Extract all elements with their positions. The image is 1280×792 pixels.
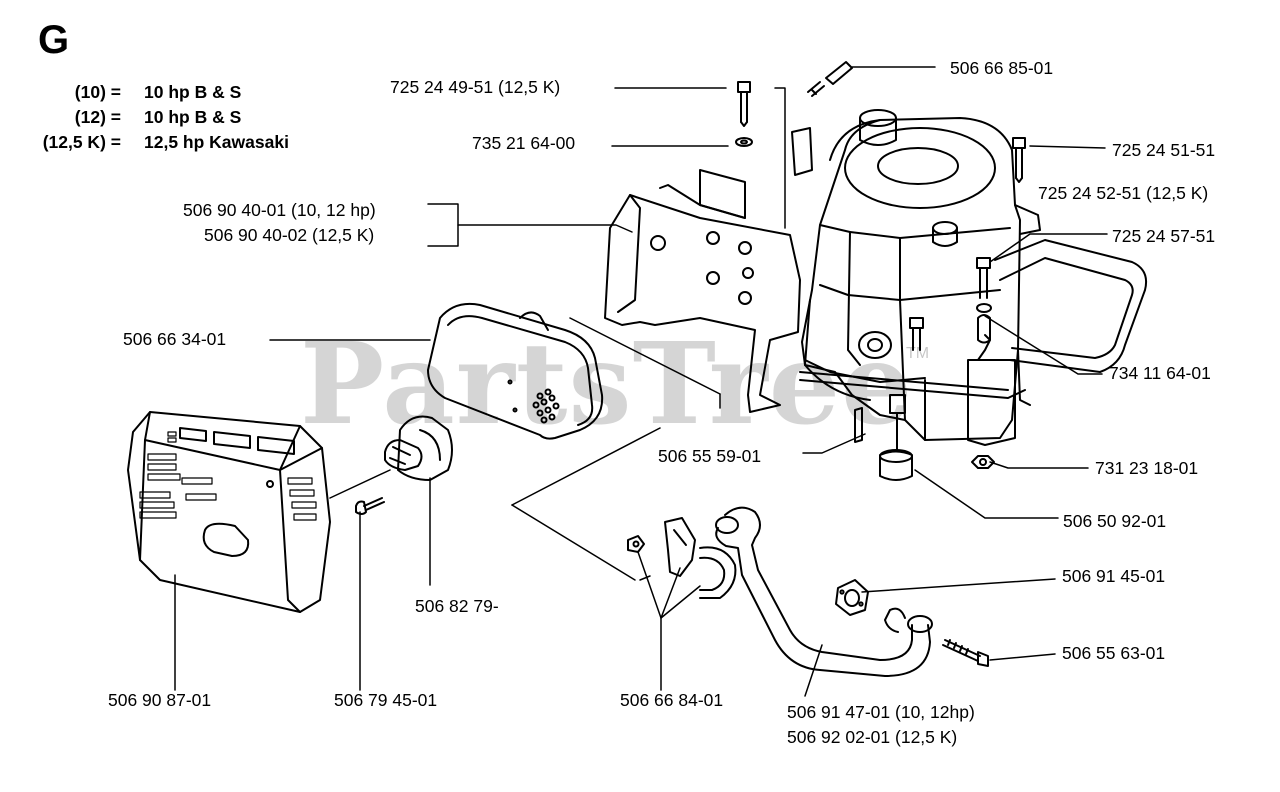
- part-label-pipe-2: 506 92 02-01 (12,5 K): [787, 727, 958, 747]
- hardware-lower: [854, 394, 995, 481]
- part-label-muffler: 506 66 34-01: [123, 329, 227, 349]
- part-label-clamp: 506 66 84-01: [620, 690, 724, 710]
- legend-value: 10 hp B & S: [144, 82, 242, 102]
- gasket: [835, 579, 869, 616]
- screw-cover: [355, 497, 385, 515]
- part-label-spacer: 506 50 92-01: [1063, 511, 1167, 531]
- part-label-pipe-1: 506 91 47-01 (10, 12hp): [787, 702, 975, 722]
- leader-lines: [174, 66, 1108, 697]
- part-label-screw-cover: 506 79 45-01: [334, 690, 438, 710]
- part-label-cover: 506 90 87-01: [108, 690, 212, 710]
- part-label-bolt-right-3: 725 24 57-51: [1112, 226, 1216, 246]
- part-label-washer-right: 734 11 64-01: [1109, 363, 1211, 383]
- part-label-washer-top: 735 21 64-00: [472, 133, 576, 153]
- legend-value: 12,5 hp Kawasaki: [144, 132, 289, 152]
- part-label-bolt-top-left: 725 24 49-51 (12,5 K): [390, 77, 561, 97]
- exhaust-pipe: [715, 506, 933, 677]
- part-label-screw-right: 506 55 63-01: [1062, 643, 1166, 663]
- part-label-bolt-right-2: 725 24 52-51 (12,5 K): [1038, 183, 1209, 203]
- legend-key: (12) =: [74, 107, 121, 127]
- part-label-deflector: 506 82 79-: [415, 596, 499, 616]
- mounting-bracket: [604, 127, 813, 413]
- legend-value: 10 hp B & S: [144, 107, 242, 127]
- cover: [127, 411, 331, 613]
- part-label-bracket-2: 506 90 40-02 (12,5 K): [204, 225, 375, 245]
- hardware-top: [735, 61, 1026, 446]
- legend-key: (12,5 K) =: [42, 132, 121, 152]
- watermark: PartsTree: [300, 319, 914, 450]
- muffler: [427, 302, 604, 440]
- deflector: [384, 415, 453, 481]
- part-label-nut: 731 23 18-01: [1095, 458, 1199, 478]
- part-label-bolt-right-1: 725 24 51-51: [1112, 140, 1216, 160]
- part-label-gasket: 506 91 45-01: [1062, 566, 1166, 586]
- part-label-bolt-top-mid: 506 66 85-01: [950, 58, 1054, 78]
- engine-block: [799, 109, 1148, 441]
- clamp: [627, 517, 737, 599]
- part-label-bracket-1: 506 90 40-01 (10, 12 hp): [183, 200, 376, 220]
- watermark-trademark: TM: [906, 345, 930, 362]
- section-letter: G: [38, 18, 70, 62]
- part-label-pin: 506 55 59-01: [658, 446, 762, 466]
- legend-key: (10) =: [74, 82, 121, 102]
- screw-right: [942, 639, 989, 667]
